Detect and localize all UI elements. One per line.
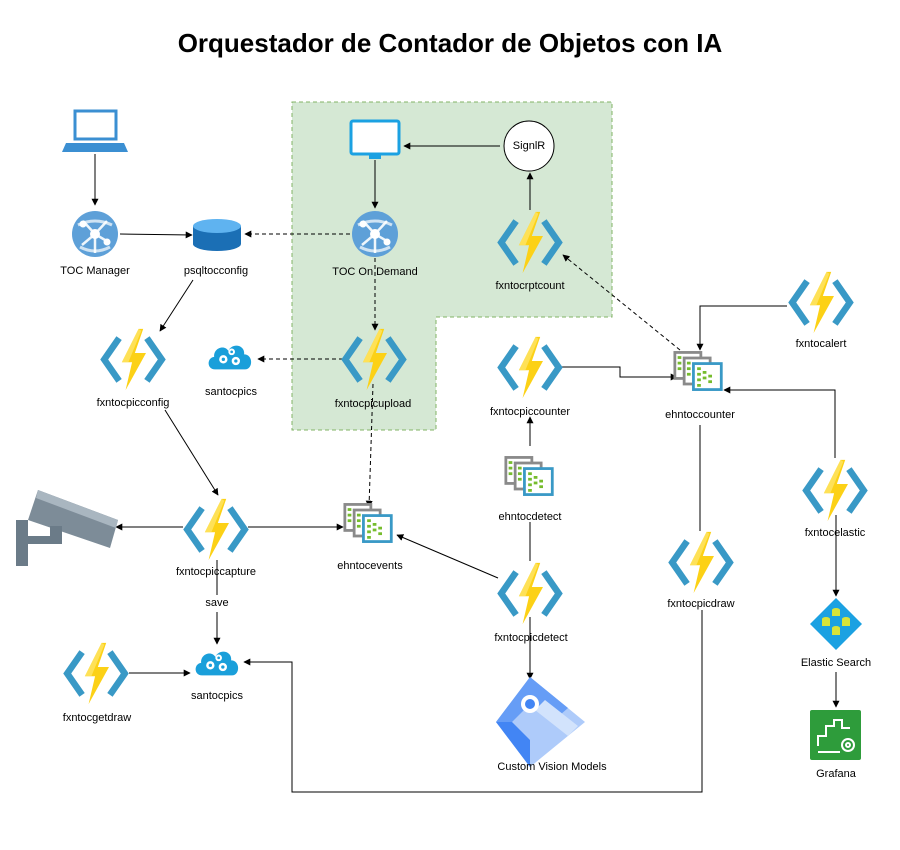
function-icon xyxy=(501,563,559,624)
web-app-icon xyxy=(350,209,400,259)
grafana-label: Grafana xyxy=(816,768,856,780)
function-icon xyxy=(67,643,125,704)
event-hub-icon xyxy=(343,502,393,544)
elastic-search-label: Elastic Search xyxy=(800,657,872,669)
toc-on-demand-label: TOC On Demand xyxy=(332,266,418,278)
fxntocpiccounter-label: fxntocpiccounter xyxy=(489,406,571,418)
fxntocpicdetect-label: fxntocpicdetect xyxy=(494,632,568,644)
fxntocrptcount-label: fxntocrptcount xyxy=(495,280,565,292)
signalr-node xyxy=(503,120,555,172)
fxntocelastic-label: fxntocelastic xyxy=(804,527,866,539)
fxntocpicdraw-label: fxntocpicdraw xyxy=(665,598,737,610)
custom-vision-label: Custom Vision Models xyxy=(497,761,607,773)
monitor-icon xyxy=(349,119,401,159)
function-icon xyxy=(672,532,730,593)
santocpics-bottom-label: santocpics xyxy=(191,690,243,702)
psqltocconfig-label: psqltocconfig xyxy=(183,265,249,277)
fxntocpicconfig-label: fxntocpicconfig xyxy=(96,397,170,409)
database-icon xyxy=(193,219,241,251)
fxntocpiccapture-label: fxntocpiccapture xyxy=(175,566,257,578)
fxntocgetdraw-label: fxntocgetdraw xyxy=(62,712,132,724)
storage-cloud-icon xyxy=(208,345,252,370)
ehntocdetect-label: ehntocdetect xyxy=(498,511,562,523)
elastic-search-icon xyxy=(810,598,862,650)
diagram-title: Orquestador de Contador de Objetos con I… xyxy=(177,28,723,58)
ehntocevents-label: ehntocevents xyxy=(337,560,403,572)
event-hub-icon xyxy=(673,350,723,392)
grafana-icon xyxy=(810,710,861,760)
security-camera-icon xyxy=(16,490,118,566)
laptop-icon xyxy=(62,109,128,152)
fxntocalert-label: fxntocalert xyxy=(795,338,847,350)
function-icon xyxy=(806,460,864,521)
function-icon xyxy=(792,272,850,333)
signalr-label: SignlR xyxy=(512,140,546,152)
toc-manager-label: TOC Manager xyxy=(60,265,130,277)
function-icon xyxy=(187,499,245,560)
storage-cloud-icon xyxy=(195,651,239,676)
save-edge-label: save xyxy=(203,597,231,609)
ehntoccounter-label: ehntoccounter xyxy=(665,409,735,421)
event-hub-icon xyxy=(504,455,554,497)
fxntocpicupload-label: fxntocpicupload xyxy=(334,398,412,410)
custom-vision-icon xyxy=(496,677,585,767)
web-app-icon xyxy=(70,209,120,259)
function-icon xyxy=(501,337,559,398)
santocpics-top-label: santocpics xyxy=(205,386,257,398)
function-icon xyxy=(104,329,162,390)
